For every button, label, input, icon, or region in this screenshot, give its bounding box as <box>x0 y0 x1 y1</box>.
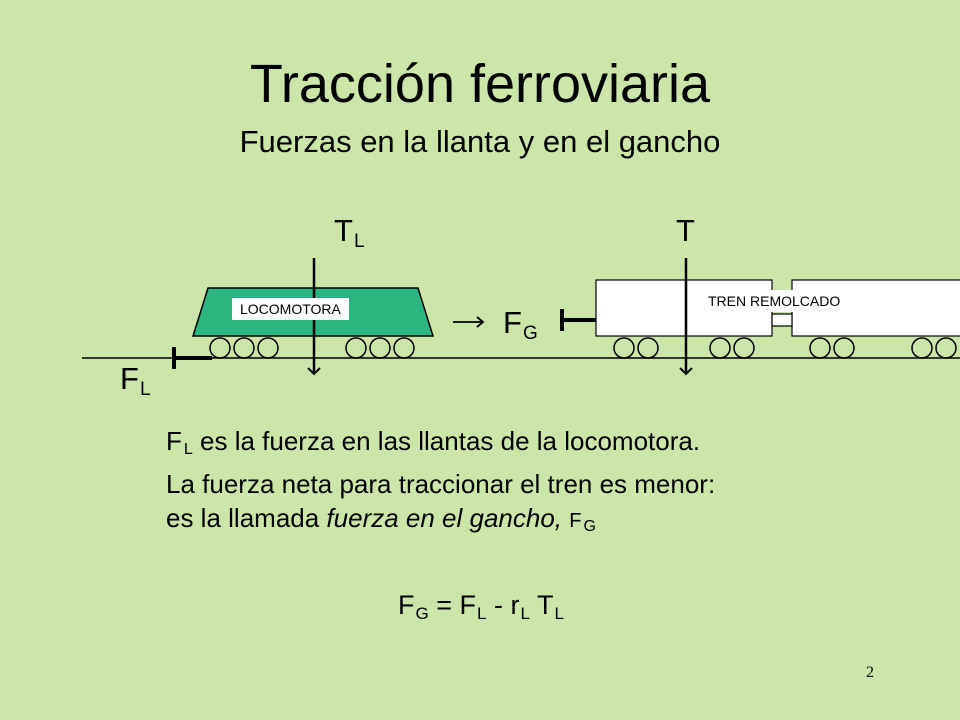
locomotive-label: LOCOMOTORA <box>232 298 349 320</box>
fg-force-arrow <box>560 309 596 331</box>
fg-symbol-main: F <box>503 305 522 340</box>
page-number: 2 <box>866 664 874 681</box>
fl-symbol: FL <box>120 362 151 407</box>
fl-force-arrow <box>172 347 212 369</box>
towed-train-label: TREN REMOLCADO <box>700 290 849 312</box>
fg-reaction-arrow <box>453 316 485 328</box>
page-subtitle: Fuerzas en la llanta y en el gancho <box>239 124 721 159</box>
page-title: Tracción ferroviaria <box>249 54 711 114</box>
fg-symbol-sub: G <box>522 323 538 344</box>
fl-symbol-sub: L <box>139 379 151 400</box>
fl-symbol-main: F <box>120 361 139 396</box>
tl-symbol-main: T <box>334 213 353 248</box>
tl-symbol-sub: L <box>353 231 365 252</box>
fg-symbol: FG <box>503 306 538 351</box>
towed-wheels <box>613 337 957 359</box>
locomotive-wheels <box>209 337 415 359</box>
tl-symbol: TL <box>334 214 365 259</box>
t-symbol: T <box>676 213 695 248</box>
coupler <box>771 313 793 327</box>
t-weight-arrow <box>679 258 693 376</box>
hook-force-formula: FG = FL - rL TL <box>398 590 564 623</box>
explanation-line-2: La fuerza neta para traccionar el tren e… <box>166 469 716 499</box>
